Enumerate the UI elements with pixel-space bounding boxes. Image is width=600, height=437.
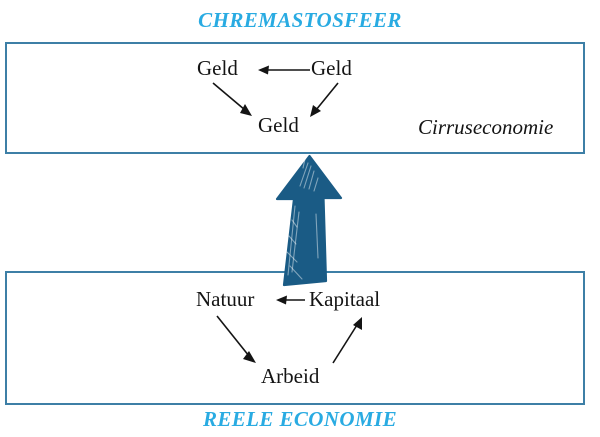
upward-flow-arrow-icon — [275, 154, 343, 287]
node-natuur: Natuur — [196, 287, 255, 311]
node-geld-bottom: Geld — [258, 113, 299, 137]
chremastosfeer-box — [5, 42, 585, 154]
node-arbeid: Arbeid — [261, 364, 320, 388]
node-geld-right: Geld — [311, 56, 352, 80]
cirruseconomie-label: Cirruseconomie — [418, 115, 554, 139]
node-kapitaal: Kapitaal — [309, 287, 381, 311]
node-geld-left: Geld — [197, 56, 238, 80]
reele-economie-title: REELE ECONOMIE — [202, 407, 398, 431]
chremastosfeer-title: CHREMASTOSFEER — [198, 8, 402, 32]
